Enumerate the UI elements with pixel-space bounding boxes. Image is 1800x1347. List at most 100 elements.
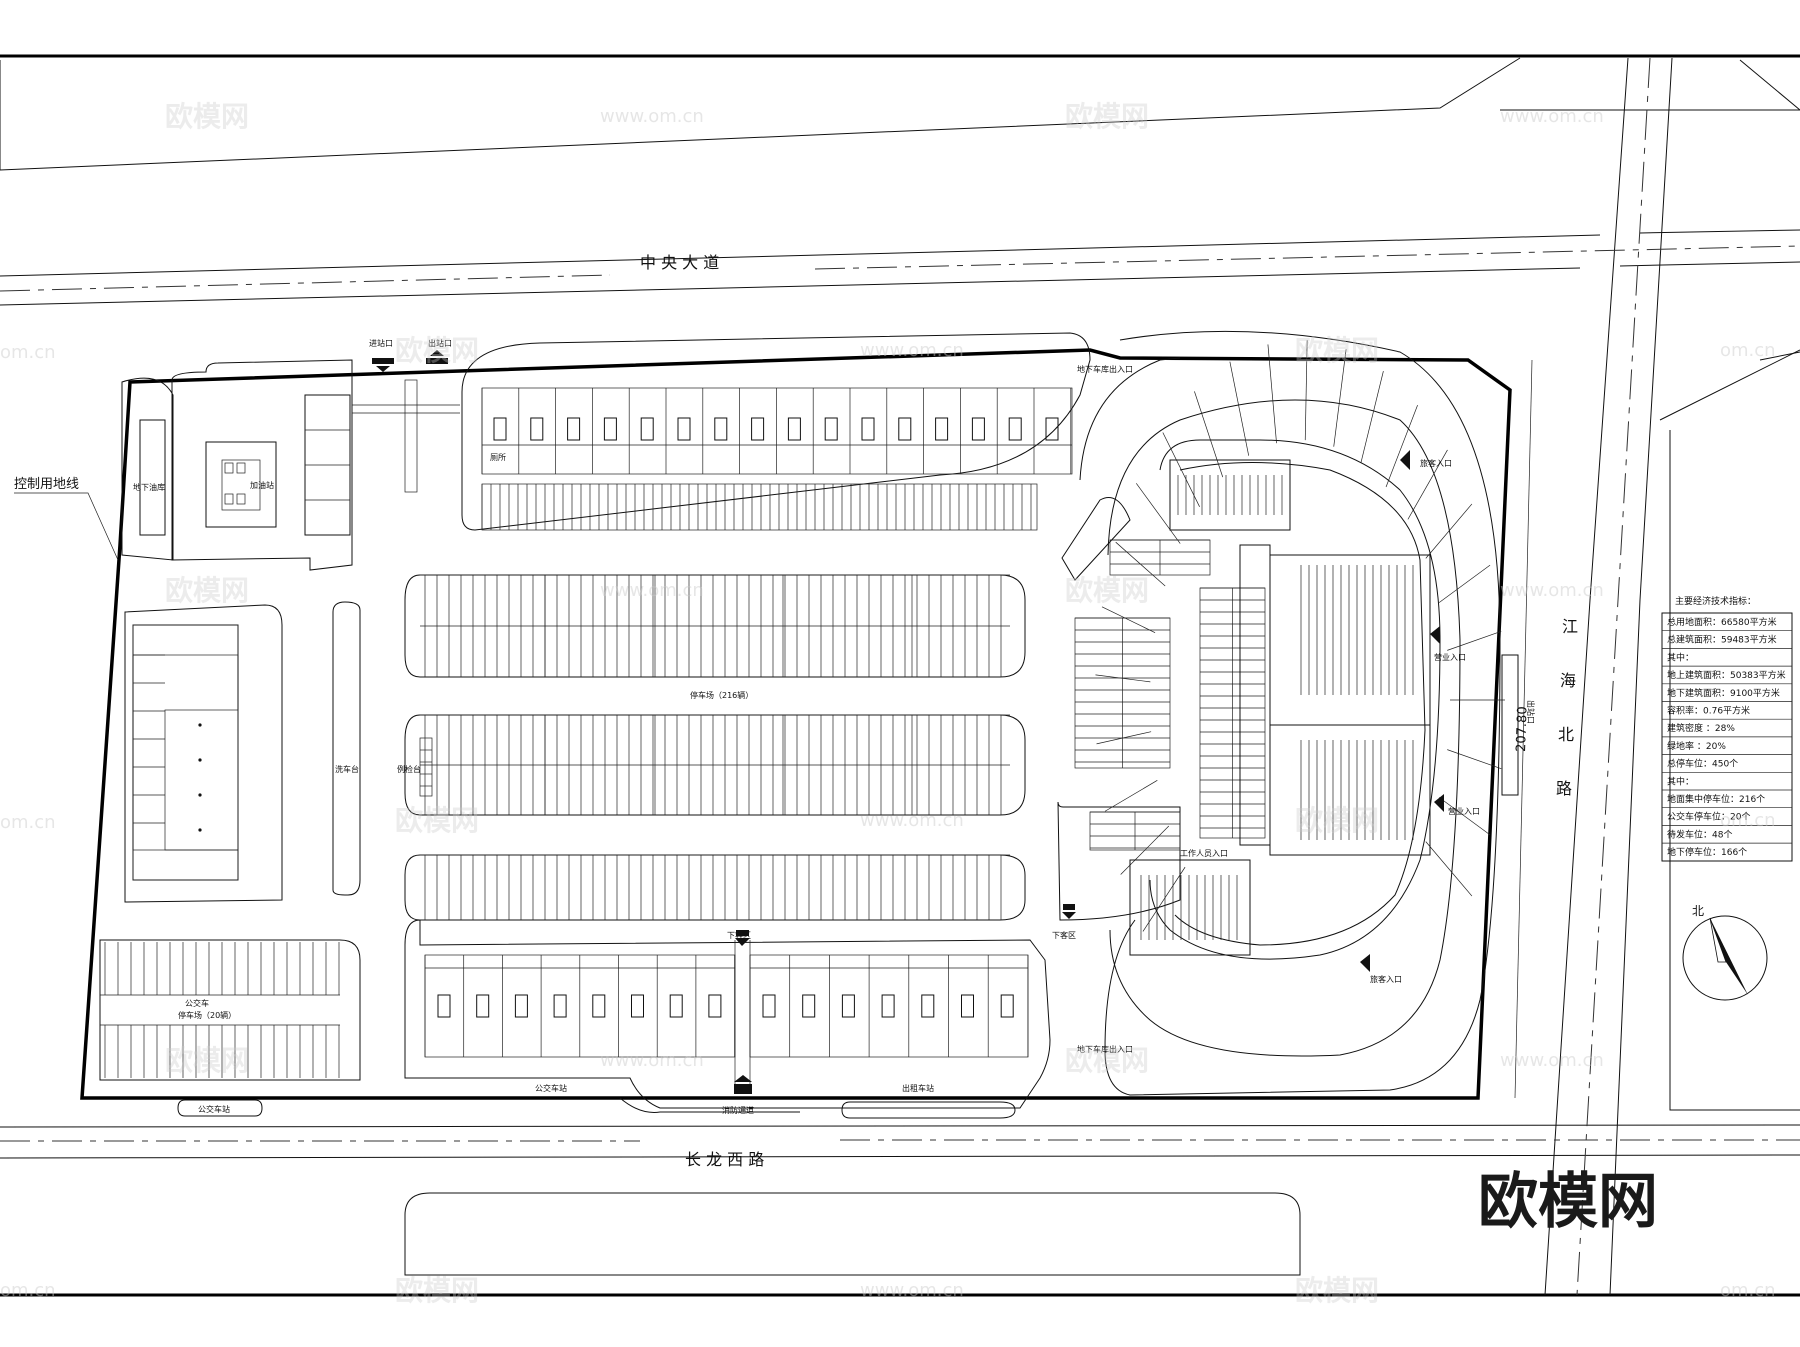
site-boundary: [80, 348, 1512, 1100]
legend-row-text: 公交车停车位：20个: [1667, 811, 1750, 823]
watermark-url-11: www.om.cn: [600, 1050, 704, 1071]
gas-station: [139, 379, 460, 536]
ramp-1-text: 地下车库出入口: [1077, 364, 1133, 374]
drawing-frame: [0, 54, 1800, 1297]
canopy-radial-line: [1438, 797, 1491, 836]
label-passenger-entry-2: 旅客入口: [1370, 974, 1402, 984]
north-parking-stalls: [481, 483, 1038, 531]
brand-watermark: 欧模网: [1478, 1167, 1658, 1237]
label-fire-lane: 消防通道: [722, 1105, 754, 1115]
road-label-south: 长 龙 西 路: [685, 1150, 764, 1169]
canopy-radial-line: [1194, 391, 1224, 478]
legend-row-text: 地下建筑面积：9100平方米: [1667, 687, 1780, 699]
label-business-entry-2: 营业入口: [1448, 806, 1480, 816]
watermark-logo-10: 欧模网: [1065, 1044, 1149, 1077]
watermark-logo-5: 欧模网: [165, 574, 249, 607]
bus-bay-car-icon: [762, 994, 776, 1018]
terminal-complex: [1079, 330, 1505, 1096]
bus-bay-car-icon: [437, 994, 451, 1018]
label-inspection: 例检台: [397, 764, 421, 774]
bus-stop-left: [177, 1099, 263, 1117]
legend-row-text: 建筑密度 ：28%: [1667, 722, 1735, 734]
legend-rows: 总用地面积：66580平方米总建筑面积：59483平方米其中：地上建筑面积：50…: [1662, 616, 1792, 858]
watermark-url-4: www.om.cn: [860, 340, 964, 361]
north-arrow: [1682, 915, 1768, 1001]
road-label-east-4: 路: [1556, 779, 1572, 798]
watermark-url-1: www.om.cn: [600, 106, 704, 127]
legend-row-text: 总停车位：450个: [1667, 758, 1738, 770]
canopy-radial-line: [1438, 564, 1491, 603]
bus-bay-car-icon: [640, 417, 654, 441]
north-stall-row: [481, 483, 1038, 531]
car-wash-inspection: [419, 737, 433, 797]
legend-row-text: 容积率：0.76平方米: [1667, 705, 1750, 717]
bus-bay-car-icon: [669, 994, 683, 1018]
canopy-radial-line: [1407, 449, 1448, 520]
canopy-radials: [1095, 340, 1505, 932]
bus-bay-car-icon: [1008, 417, 1022, 441]
bus-bay-car-icon: [530, 417, 544, 441]
column-marker: [198, 828, 202, 832]
legend-row-text: 地下停车位：166个: [1667, 846, 1747, 858]
canopy-radial-line: [1162, 432, 1200, 507]
dropoff-2-arrow: [1062, 912, 1076, 919]
canopy-radial-line: [1229, 361, 1250, 456]
entry-arrows: [1360, 450, 1444, 972]
road-centerlines: [0, 57, 1800, 1296]
canopy-radial-line: [1104, 780, 1158, 812]
bus-bay-car-icon: [603, 417, 617, 441]
bus-bay-car-icon: [1000, 994, 1014, 1018]
north-arrow-label: 北: [1692, 904, 1704, 918]
bus-bay-car-icon: [714, 417, 728, 441]
bus-bay-car-icon: [898, 417, 912, 441]
label-east-exit: 出站口: [1526, 700, 1536, 724]
gate-arrows: [372, 350, 448, 372]
label-bus-stop-south: 公交车站: [535, 1083, 567, 1093]
bus-bay-car-icon: [514, 994, 528, 1018]
dropoff-2-bar: [1063, 904, 1075, 910]
watermark-url-10: om.cn: [1720, 810, 1776, 831]
bus-bay-car-icon: [861, 417, 875, 441]
canopy-radial-line: [1095, 674, 1151, 683]
watermark-logo-12: 欧模网: [1295, 1274, 1379, 1307]
west-building: [132, 624, 239, 881]
west-building-grid: [133, 654, 202, 832]
watermark-logo-4: 欧模网: [1295, 334, 1379, 367]
north-bus-bays: [481, 387, 1073, 475]
bus-bay-car-icon: [787, 417, 801, 441]
bus-bay-car-icon: [567, 417, 581, 441]
watermarks: 欧模网 www.om.cn 欧模网 www.om.cn om.cn 欧模网 ww…: [0, 100, 1776, 1307]
north-bay-dividers: [481, 388, 1072, 474]
label-bus-parking-1: 公交车: [185, 998, 209, 1008]
bus-bay-car-icon: [824, 417, 838, 441]
road-label-north: 中 央 大 道: [640, 253, 719, 272]
label-gas-station: 加油站: [250, 480, 274, 490]
watermark-logo-3: 欧模网: [395, 334, 479, 367]
watermark-logo-7: 欧模网: [395, 804, 479, 837]
canopy-radial-line: [1447, 630, 1502, 651]
watermark-url-15: om.cn: [1720, 1280, 1776, 1301]
watermark-logo-6: 欧模网: [1065, 574, 1149, 607]
legend-row-text: 总建筑面积：59483平方米: [1667, 634, 1777, 646]
bus-bay-car-icon: [935, 417, 949, 441]
label-dimension: 207.80: [1514, 706, 1531, 752]
road-label-east-1: 江: [1562, 617, 1578, 636]
legend-row-text: 地面集中停车位：216个: [1667, 793, 1765, 805]
road-label-east-3: 北: [1558, 725, 1574, 744]
label-car-wash: 洗车台: [335, 764, 359, 774]
canopy-radial-line: [1304, 340, 1308, 441]
canopy-radial-line: [1115, 541, 1166, 587]
bus-bay-car-icon: [921, 994, 935, 1018]
watermark-url-13: om.cn: [0, 1280, 56, 1301]
legend-row-text: 总用地面积：66580平方米: [1667, 616, 1777, 628]
label-business-entry-1: 营业入口: [1434, 652, 1466, 662]
label-entry-gate: 进站口: [369, 338, 393, 348]
legend-row-text: 其中：: [1667, 651, 1694, 663]
column-marker: [198, 723, 202, 727]
canopy-radial-line: [1120, 825, 1170, 875]
column-marker: [198, 758, 202, 762]
watermark-url-6: www.om.cn: [600, 580, 704, 601]
watermark-logo-9: 欧模网: [165, 1044, 249, 1077]
label-bus-stop-left: 公交车站: [198, 1104, 230, 1114]
